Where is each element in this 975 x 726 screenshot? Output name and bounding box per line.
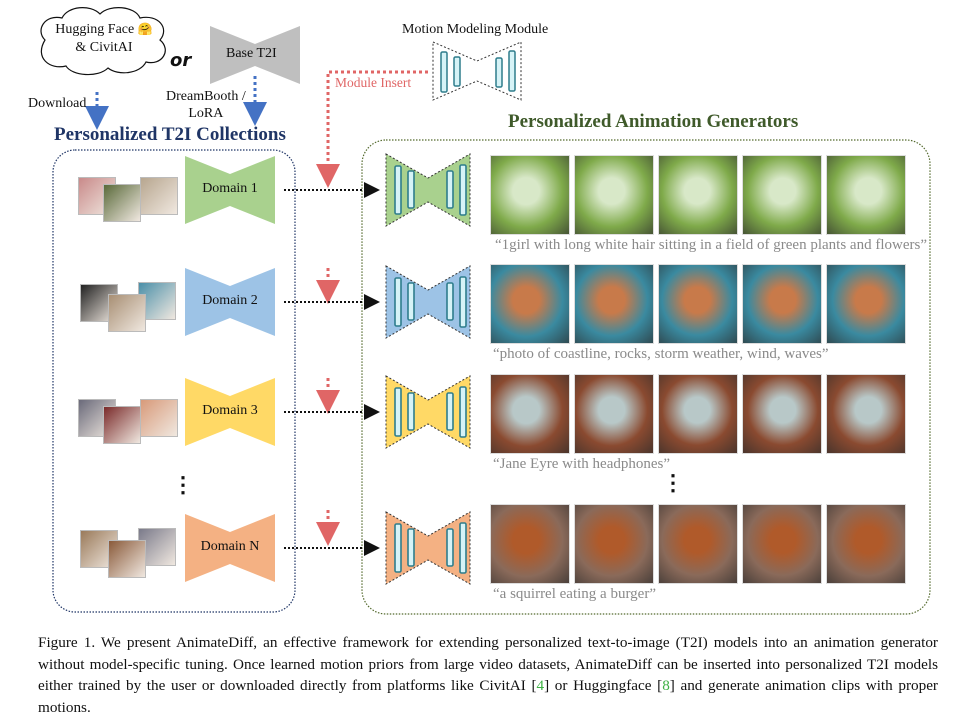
animation-frame [490,155,570,235]
caption-text-3: ] and generate animation clips with prop… [38,677,938,716]
domain-shape [185,378,275,446]
motion-module-bar [446,392,454,431]
citation-link-8[interactable]: 8 [662,677,670,694]
animation-frame [490,374,570,454]
motion-module-bar [394,165,402,215]
animation-frame [742,155,822,235]
motion-module-bar [446,528,454,567]
domain-shape [185,156,275,224]
left-ellipsis: ⋮ [172,472,194,497]
domain-shape [185,514,275,582]
finetune-label: DreamBooth / LoRA [166,88,246,122]
domain-sample-image [108,294,146,332]
domain-sample-image [140,399,178,437]
motion-module-bar [394,277,402,327]
motion-module-bar [459,522,467,574]
motion-module-bar [459,386,467,438]
motion-module-bar [407,282,415,321]
cloud-label-line2: & CivitAI [75,40,133,55]
hugging-face-icon: 🤗 [137,22,153,36]
prompt-text: “1girl with long white hair sitting in a… [495,237,927,253]
animation-frame [574,264,654,344]
animation-frame [826,155,906,235]
or-label: or [170,50,192,71]
domain-label: Domain 3 [202,403,258,418]
cloud-label-line1: Hugging Face [55,22,135,37]
motion-module-bar [459,276,467,328]
prompt-text: “a squirrel eating a burger” [493,586,656,602]
cloud-label: Hugging Face 🤗 & CivitAI [44,20,164,57]
animation-frame [574,374,654,454]
animation-frame [826,504,906,584]
motion-module-bar [459,164,467,216]
caption-text-2: ] or Huggingface [ [544,677,663,694]
motion-module-bar [407,392,415,431]
motion-module-bar [446,170,454,209]
download-label: Download [28,96,87,111]
motion-module-title: Motion Modeling Module [402,22,549,37]
module-insert-arrow [316,70,428,188]
animation-frame [574,504,654,584]
animation-frame [742,374,822,454]
domain-sample-image [103,184,141,222]
right-panel-border [361,139,931,615]
animation-frame [658,155,738,235]
left-panel-title: Personalized T2I Collections [54,124,286,145]
animation-frame [826,374,906,454]
domain-label: Domain N [200,539,260,554]
motion-module-shape [432,41,522,101]
motion-module-bar [407,528,415,567]
cloud-shape [40,7,166,76]
domain-shape [185,268,275,336]
module-insert-label: Module Insert [335,75,412,90]
finetune-label-line1: DreamBooth / [166,89,246,104]
prompt-text: “Jane Eyre with headphones” [493,456,671,472]
prompt-text: “photo of coastline, rocks, storm weathe… [493,346,829,362]
animation-frame [490,264,570,344]
left-panel-border [52,149,296,613]
base-t2i-label: Base T2I [226,46,277,61]
animation-frame [490,504,570,584]
domain-sample-image [103,406,141,444]
domain-label: Domain 1 [202,181,258,196]
caption-text-1: Figure 1. We present AnimateDiff, an eff… [38,634,938,694]
animation-frame [658,374,738,454]
citation-link-4[interactable]: 4 [536,677,545,694]
domain-sample-image [140,177,178,215]
right-ellipsis: ⋮ [662,470,684,495]
animation-frame [658,504,738,584]
domain-label: Domain 2 [202,293,258,308]
right-panel-title: Personalized Animation Generators [508,111,799,132]
finetune-label-line2: LoRA [188,106,224,121]
figure-caption: Figure 1. We present AnimateDiff, an eff… [38,632,938,718]
motion-module-bar [394,523,402,573]
animation-frame [658,264,738,344]
domain-sample-image [108,540,146,578]
motion-module-bar [446,282,454,321]
animation-frame [826,264,906,344]
motion-module-bar [407,170,415,209]
animation-frame [574,155,654,235]
animation-frame [742,504,822,584]
motion-module-bar [394,387,402,437]
animation-frame [742,264,822,344]
